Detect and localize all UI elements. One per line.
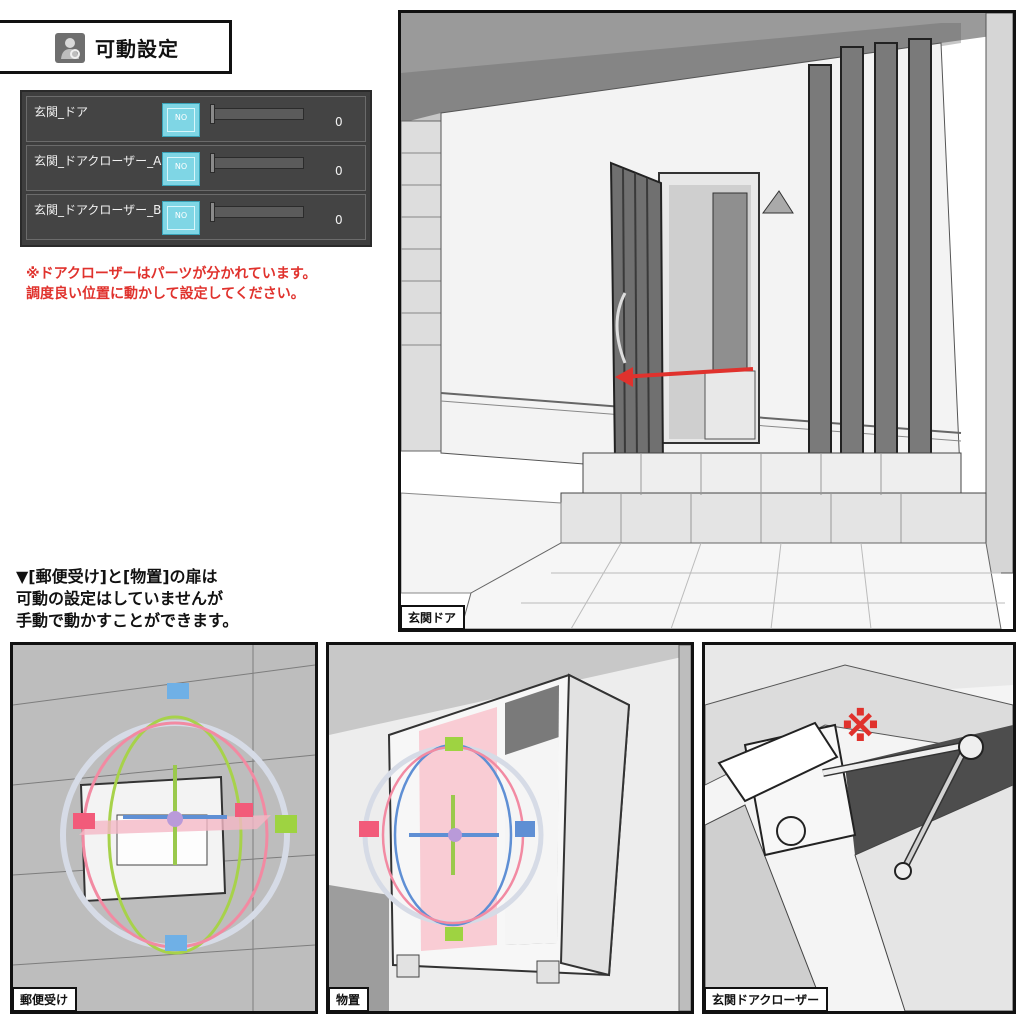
param-slider-track[interactable] — [210, 206, 304, 218]
door-closer-note: ※ドアクローザーはパーツが分かれています。 調度良い位置に動かして設定してくださ… — [26, 264, 396, 304]
door-closer-panel: ※ 玄関ドアクローザー — [702, 642, 1016, 1014]
panel-caption: 郵便受け — [13, 987, 78, 1011]
callout-mark: ※ — [841, 705, 880, 751]
movable-parameters-panel: 玄関_ドア NO 0 玄関_ドアクローザー_A NO 0 玄関_ドアクローザー_… — [20, 90, 372, 247]
note-line: 可動の設定はしていませんが — [16, 589, 224, 608]
panel-caption: 玄関ドアクローザー — [705, 987, 829, 1011]
section-title-box: 可動設定 — [0, 20, 232, 74]
param-row-closer-a: 玄関_ドアクローザー_A NO 0 — [26, 145, 366, 191]
mailbox-panel: 郵便受け — [10, 642, 318, 1014]
param-value: 0 — [335, 213, 343, 227]
param-slider-handle[interactable] — [210, 202, 215, 222]
param-row-door: 玄関_ドア NO 0 — [26, 96, 366, 142]
note-line: ▼[郵便受け]と[物置]の扉は — [16, 567, 218, 586]
mailbox-illustration — [13, 645, 315, 1011]
param-value: 0 — [335, 164, 343, 178]
storage-panel: 物置 — [326, 642, 694, 1014]
panel-caption: 物置 — [329, 987, 370, 1011]
note-line: 手動で動かすことができます。 — [16, 611, 239, 630]
param-label: 玄関_ドアクローザー_A — [34, 154, 162, 168]
entrance-illustration — [401, 13, 1013, 629]
thumbnail-text: NO — [167, 206, 195, 230]
param-value: 0 — [335, 115, 343, 129]
panel-caption: 玄関ドア — [401, 605, 466, 629]
param-thumbnail[interactable]: NO — [162, 152, 200, 186]
thumbnail-text: NO — [167, 108, 195, 132]
param-slider-handle[interactable] — [210, 104, 215, 124]
param-thumbnail[interactable]: NO — [162, 201, 200, 235]
people-gear-icon — [55, 33, 85, 63]
door-closer-illustration — [705, 645, 1013, 1011]
param-slider-handle[interactable] — [210, 153, 215, 173]
entrance-door-panel: 玄関ドア — [398, 10, 1016, 632]
param-row-closer-b: 玄関_ドアクローザー_B NO 0 — [26, 194, 366, 240]
thumbnail-text: NO — [167, 157, 195, 181]
param-label: 玄関_ドア — [34, 105, 89, 119]
param-slider-track[interactable] — [210, 157, 304, 169]
manual-move-note: ▼[郵便受け]と[物置]の扉は 可動の設定はしていませんが 手動で動かすことがで… — [16, 566, 316, 632]
note-line: 調度良い位置に動かして設定してください。 — [26, 286, 305, 302]
param-slider-track[interactable] — [210, 108, 304, 120]
storage-illustration — [329, 645, 691, 1011]
param-label: 玄関_ドアクローザー_B — [34, 203, 162, 217]
param-thumbnail[interactable]: NO — [162, 103, 200, 137]
page-title: 可動設定 — [95, 36, 179, 61]
note-line: ※ドアクローザーはパーツが分かれています。 — [26, 266, 317, 282]
